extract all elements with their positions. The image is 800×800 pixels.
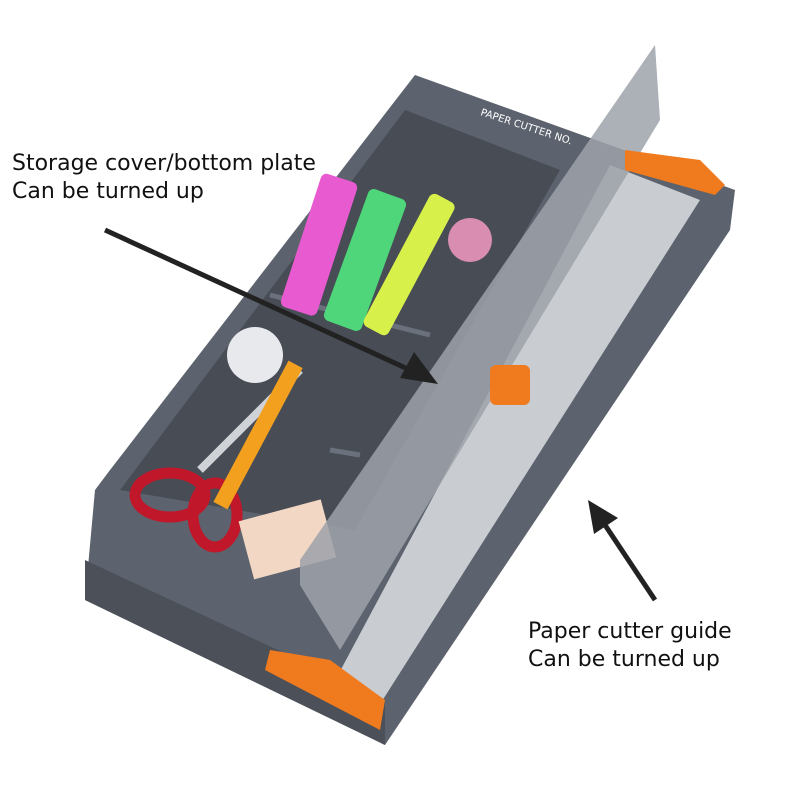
cutter-guide-plate[interactable]	[300, 45, 660, 650]
paper-clips	[448, 218, 492, 262]
arrow-storage-head	[400, 352, 438, 384]
corner-bracket	[265, 650, 385, 730]
arrow-storage	[103, 227, 412, 373]
arrow-guide-head	[588, 500, 618, 534]
guide-annotation: Paper cutter guide Can be turned up	[528, 618, 732, 674]
arrow-guide	[602, 523, 658, 602]
storage-annotation: Storage cover/bottom plate Can be turned…	[12, 150, 316, 206]
guide-annotation-line2: Can be turned up	[528, 647, 720, 672]
yellow-highlighter	[363, 193, 455, 336]
scissors-handle	[187, 477, 243, 553]
correction-tape	[227, 327, 283, 383]
pink-highlighter	[280, 173, 358, 316]
utility-knife	[213, 360, 303, 510]
tray-side	[85, 560, 385, 745]
cutter-rail	[330, 165, 700, 720]
cutter-slider[interactable]	[490, 365, 530, 405]
scissors-handle	[129, 467, 211, 523]
divider	[329, 447, 361, 458]
guide-annotation-line1: Paper cutter guide	[528, 619, 732, 644]
storage-annotation-line2: Can be turned up	[12, 179, 204, 204]
storage-annotation-line1: Storage cover/bottom plate	[12, 151, 316, 176]
green-highlighter	[323, 189, 407, 331]
corner-bracket	[625, 150, 725, 195]
